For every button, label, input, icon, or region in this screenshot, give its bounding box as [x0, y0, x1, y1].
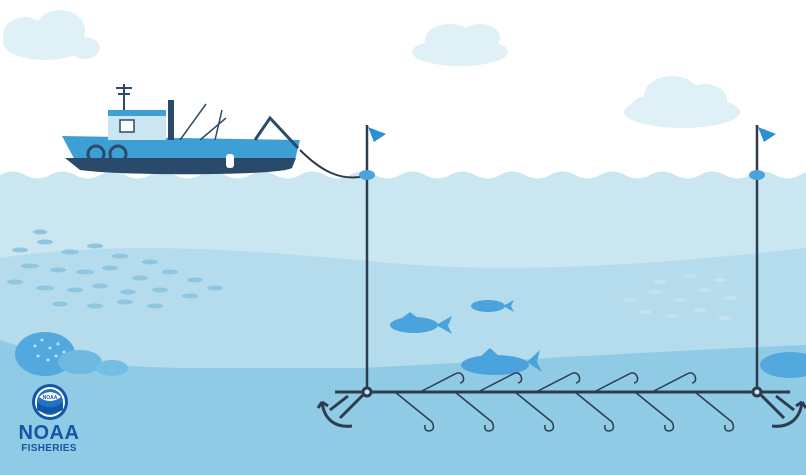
cloud: [412, 24, 508, 66]
hooks-lower: [394, 391, 735, 432]
flag: [755, 125, 776, 175]
fish-school-right: [623, 274, 737, 320]
cloud: [624, 76, 740, 128]
logo-title: NOAA: [18, 422, 80, 444]
fish: [471, 300, 514, 312]
hooks-upper: [419, 372, 697, 393]
buoy: [749, 170, 765, 180]
fishing-boat: [62, 84, 300, 175]
buoy: [359, 170, 375, 180]
logo-badge-text: NOAA: [43, 395, 58, 401]
noaa-fisheries-logo: NOAA NOAA FISHERIES: [16, 383, 82, 465]
noaa-emblem-icon: NOAA: [32, 384, 68, 420]
fish: [461, 348, 542, 375]
logo-subtitle: FISHERIES: [21, 443, 77, 454]
coral: [15, 332, 806, 378]
fish-school: [7, 229, 223, 309]
anchor: [316, 386, 373, 428]
cloud: [3, 10, 100, 60]
anchor: [751, 386, 806, 428]
fish: [390, 312, 452, 334]
flag: [365, 125, 386, 175]
clouds: [3, 10, 740, 128]
mainline: [299, 149, 367, 179]
